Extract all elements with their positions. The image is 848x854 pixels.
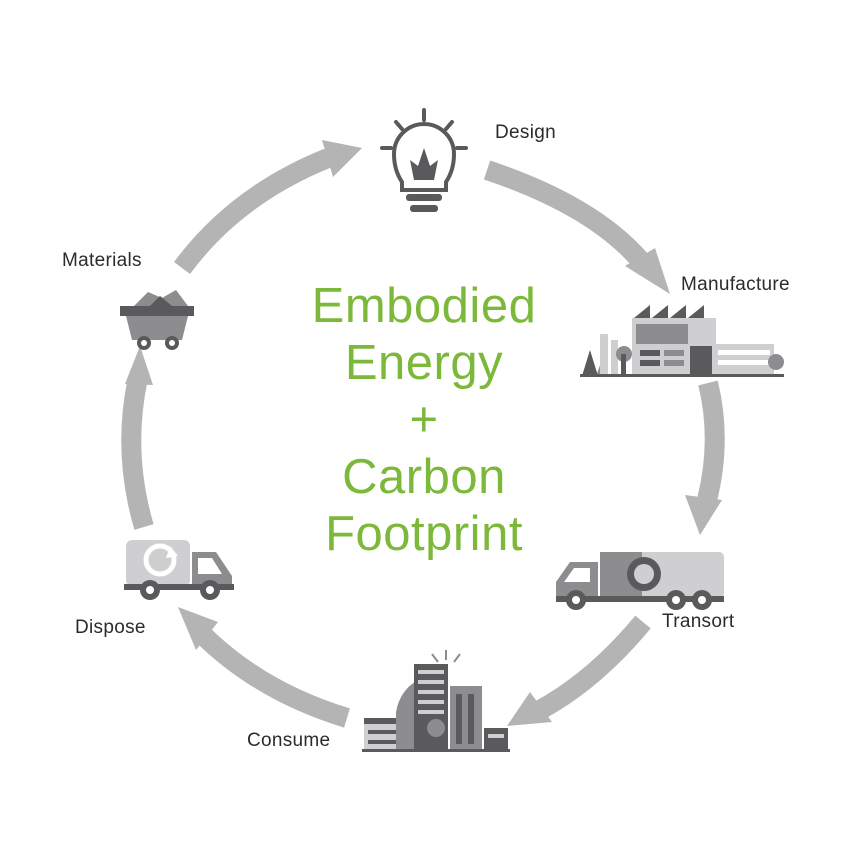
stage-label-consume: Consume — [247, 730, 331, 751]
recycling-truck-icon — [124, 540, 234, 600]
center-title-line-carbon: Carbon — [342, 450, 506, 504]
center-title-line-energy: Energy — [344, 336, 504, 390]
truck-icon — [556, 552, 724, 610]
stage-label-transport: Transort — [662, 611, 735, 632]
arrow-head-manufacture — [625, 248, 670, 294]
stage-label-manufacture: Manufacture — [681, 274, 790, 295]
arrow-head-consume — [507, 692, 552, 726]
stage-label-materials: Materials — [62, 250, 142, 271]
arrow-head-dispose — [178, 607, 218, 650]
arrow-design-to-manufacture — [483, 160, 648, 267]
arrow-materials-to-design — [173, 148, 332, 274]
stage-label-dispose: Dispose — [75, 617, 146, 638]
arrow-head-transport — [685, 495, 722, 535]
arrow-head-design — [322, 140, 362, 177]
cycle-arrows — [121, 148, 725, 728]
factory-icon — [580, 305, 784, 377]
city-buildings-icon — [362, 650, 510, 752]
arrow-manufacture-to-transport — [697, 380, 725, 503]
arrow-transport-to-consume — [535, 615, 651, 719]
center-title-line-embodied: Embodied — [311, 279, 537, 333]
mine-cart-icon — [120, 290, 194, 350]
arrow-heads — [125, 140, 722, 726]
lightbulb-icon — [380, 108, 468, 212]
arrow-consume-to-dispose — [198, 629, 350, 728]
stage-label-design: Design — [495, 122, 556, 143]
center-title-line-footprint: Footprint — [325, 507, 523, 561]
arrow-head-materials — [125, 346, 153, 385]
center-title: Embodied Energy + Carbon Footprint — [254, 278, 594, 563]
arrow-dispose-to-materials — [121, 375, 154, 530]
center-title-line-plus: + — [409, 393, 439, 447]
